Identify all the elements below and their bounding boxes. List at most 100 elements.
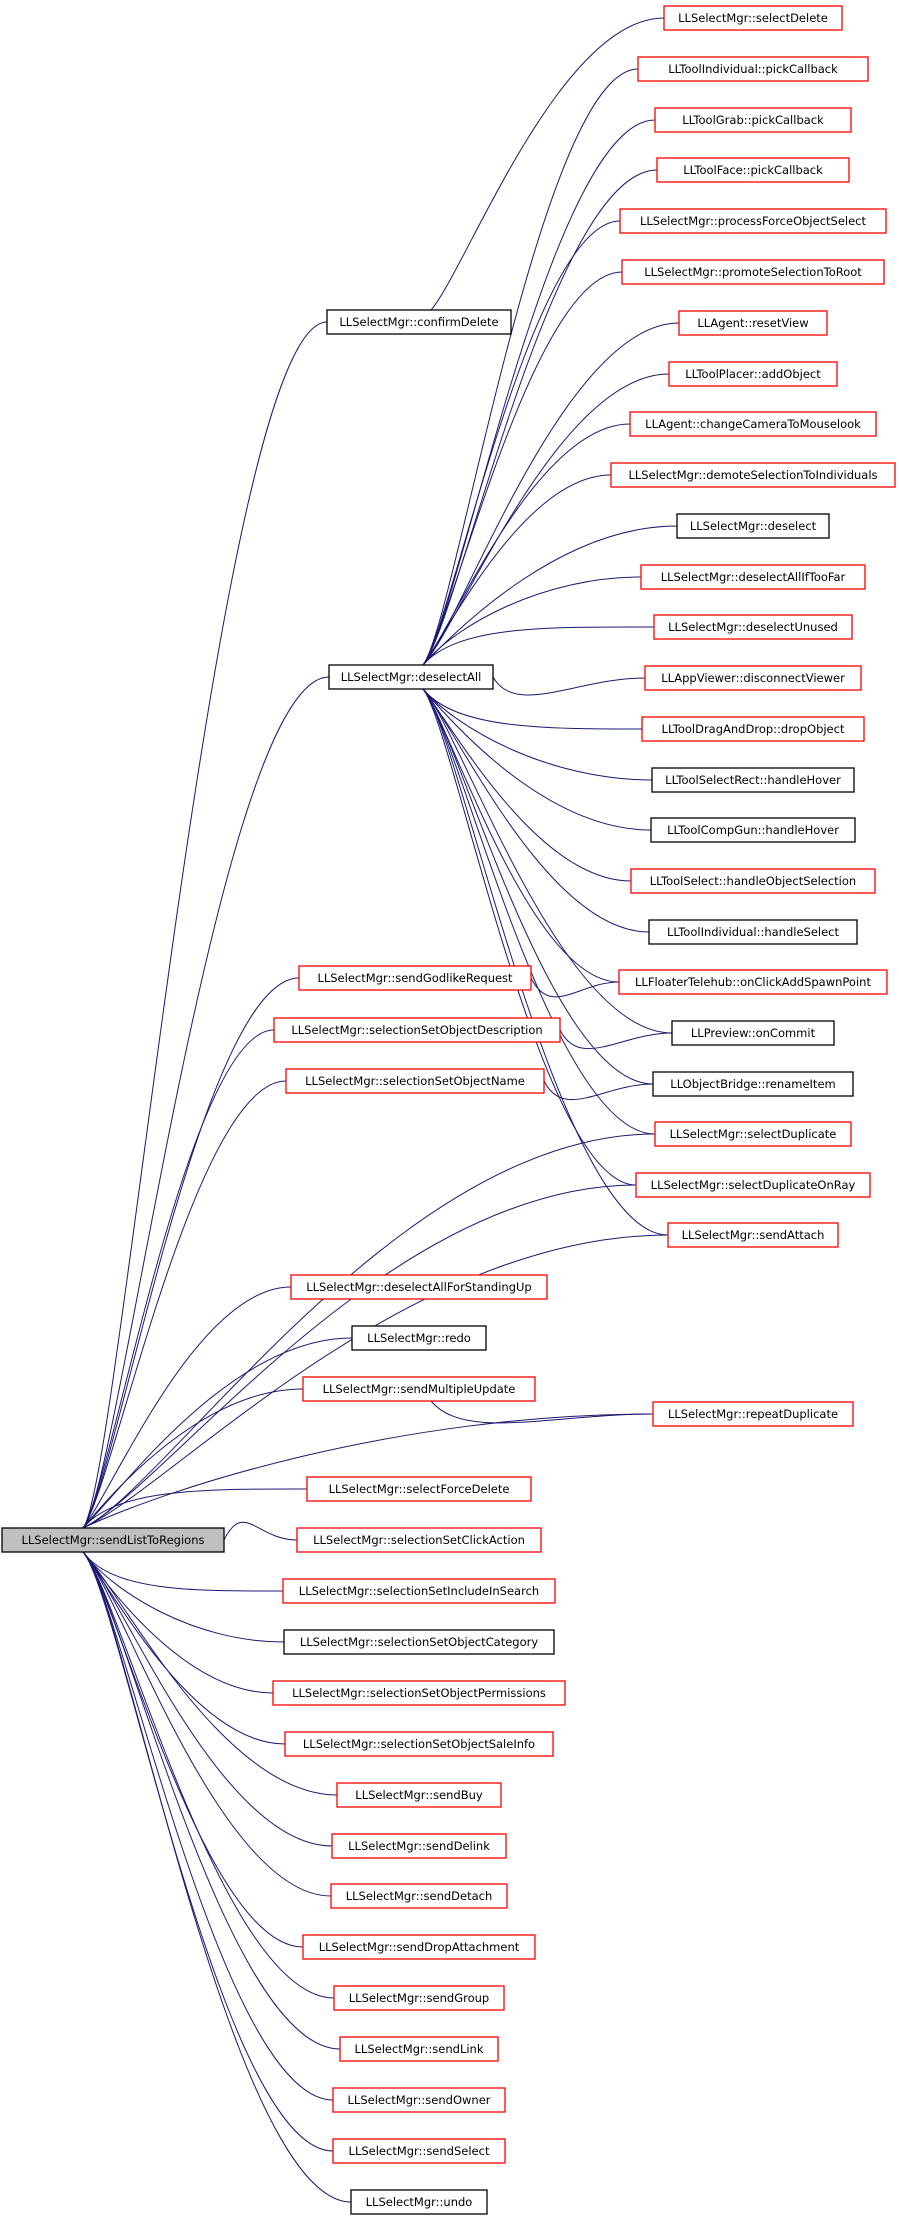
node-box[interactable] — [676, 513, 830, 539]
graph-node-toolGrabPick[interactable]: LLToolGrab::pickCallback — [654, 107, 852, 133]
graph-node-toolIndivPick[interactable]: LLToolIndividual::pickCallback — [637, 56, 869, 82]
node-box[interactable] — [330, 1883, 508, 1909]
node-box[interactable] — [641, 716, 865, 742]
node-box[interactable] — [654, 1121, 852, 1147]
node-box[interactable] — [302, 1376, 536, 1402]
graph-node-processForceObjSel[interactable]: LLSelectMgr::processForceObjectSelect — [619, 208, 887, 234]
graph-node-sendOwner[interactable]: LLSelectMgr::sendOwner — [332, 2087, 506, 2113]
graph-node-selSetObjCategory[interactable]: LLSelectMgr::selectionSetObjectCategory — [283, 1629, 555, 1655]
graph-node-selSetObjDesc[interactable]: LLSelectMgr::selectionSetObjectDescripti… — [273, 1017, 561, 1043]
graph-node-sendDetach[interactable]: LLSelectMgr::sendDetach — [330, 1883, 508, 1909]
node-box[interactable] — [619, 208, 887, 234]
graph-node-previewOnCommit[interactable]: LLPreview::onCommit — [671, 1020, 835, 1046]
graph-node-selSetObjName[interactable]: LLSelectMgr::selectionSetObjectName — [285, 1068, 545, 1094]
graph-node-sendSelect[interactable]: LLSelectMgr::sendSelect — [332, 2138, 506, 2164]
node-box[interactable] — [1, 1527, 225, 1553]
graph-node-sendAttach[interactable]: LLSelectMgr::sendAttach — [667, 1222, 839, 1248]
node-box[interactable] — [296, 1527, 542, 1553]
graph-node-sendLink[interactable]: LLSelectMgr::sendLink — [339, 2036, 499, 2062]
node-box[interactable] — [654, 107, 852, 133]
graph-node-selectDupOnRay[interactable]: LLSelectMgr::selectDuplicateOnRay — [635, 1172, 871, 1198]
node-box[interactable] — [284, 1731, 554, 1757]
node-box[interactable] — [306, 1476, 532, 1502]
node-box[interactable] — [332, 2138, 506, 2164]
graph-node-agentResetView[interactable]: LLAgent::resetView — [678, 310, 828, 336]
graph-node-sendGroup[interactable]: LLSelectMgr::sendGroup — [333, 1985, 505, 2011]
graph-node-agentChangeCam[interactable]: LLAgent::changeCameraToMouselook — [629, 411, 877, 437]
node-box[interactable] — [272, 1680, 566, 1706]
node-box[interactable] — [283, 1629, 555, 1655]
graph-node-toolCompGunHover[interactable]: LLToolCompGun::handleHover — [650, 817, 856, 843]
node-box[interactable] — [351, 1325, 487, 1351]
node-box[interactable] — [667, 1222, 839, 1248]
node-box[interactable] — [629, 411, 877, 437]
graph-node-sendGodlikeRequest[interactable]: LLSelectMgr::sendGodlikeRequest — [298, 965, 532, 991]
node-box[interactable] — [333, 1985, 505, 2011]
node-box[interactable] — [273, 1017, 561, 1043]
node-box[interactable] — [285, 1068, 545, 1094]
graph-node-selectDelete[interactable]: LLSelectMgr::selectDelete — [663, 5, 843, 31]
node-box[interactable] — [621, 259, 885, 285]
graph-node-sendBuy[interactable]: LLSelectMgr::sendBuy — [336, 1782, 502, 1808]
graph-node-toolSelHandleObjSel[interactable]: LLToolSelect::handleObjectSelection — [630, 868, 876, 894]
graph-node-selSetObjPermissions[interactable]: LLSelectMgr::selectionSetObjectPermissio… — [272, 1680, 566, 1706]
node-box[interactable] — [326, 309, 512, 335]
graph-node-confirmDelete[interactable]: LLSelectMgr::confirmDelete — [326, 309, 512, 335]
node-box[interactable] — [653, 614, 853, 640]
node-box[interactable] — [339, 2036, 499, 2062]
node-box[interactable] — [610, 462, 896, 488]
node-box[interactable] — [652, 1401, 854, 1427]
graph-node-root[interactable]: LLSelectMgr::sendListToRegions — [1, 1527, 225, 1553]
node-box[interactable] — [637, 56, 869, 82]
graph-node-selectDuplicate[interactable]: LLSelectMgr::selectDuplicate — [654, 1121, 852, 1147]
node-box[interactable] — [350, 2189, 488, 2215]
node-box[interactable] — [336, 1782, 502, 1808]
node-box[interactable] — [640, 564, 866, 590]
graph-node-selSetClickAction[interactable]: LLSelectMgr::selectionSetClickAction — [296, 1527, 542, 1553]
node-box[interactable] — [668, 361, 838, 387]
node-box[interactable] — [282, 1578, 556, 1604]
graph-node-floaterTelehub[interactable]: LLFloaterTelehub::onClickAddSpawnPoint — [618, 969, 888, 995]
node-box[interactable] — [332, 2087, 506, 2113]
graph-node-demoteSelToIndiv[interactable]: LLSelectMgr::demoteSelectionToIndividual… — [610, 462, 896, 488]
graph-node-sendDelink[interactable]: LLSelectMgr::sendDelink — [331, 1833, 507, 1859]
graph-node-deselect[interactable]: LLSelectMgr::deselect — [676, 513, 830, 539]
graph-node-objBridgeRename[interactable]: LLObjectBridge::renameItem — [652, 1071, 854, 1097]
graph-node-sendMultipleUpdate[interactable]: LLSelectMgr::sendMultipleUpdate — [302, 1376, 536, 1402]
graph-node-appViewerDisconnect[interactable]: LLAppViewer::disconnectViewer — [644, 665, 862, 691]
node-box[interactable] — [635, 1172, 871, 1198]
graph-node-toolPlacerAdd[interactable]: LLToolPlacer::addObject — [668, 361, 838, 387]
node-box[interactable] — [290, 1274, 548, 1300]
graph-node-promoteSelToRoot[interactable]: LLSelectMgr::promoteSelectionToRoot — [621, 259, 885, 285]
graph-node-toolSelRectHover[interactable]: LLToolSelectRect::handleHover — [651, 767, 855, 793]
graph-node-sendDropAttachment[interactable]: LLSelectMgr::sendDropAttachment — [302, 1934, 536, 1960]
node-box[interactable] — [328, 664, 494, 690]
node-box[interactable] — [648, 919, 858, 945]
graph-node-redo[interactable]: LLSelectMgr::redo — [351, 1325, 487, 1351]
node-box[interactable] — [618, 969, 888, 995]
node-box[interactable] — [298, 965, 532, 991]
node-box[interactable] — [331, 1833, 507, 1859]
node-box[interactable] — [302, 1934, 536, 1960]
graph-node-selectForceDelete[interactable]: LLSelectMgr::selectForceDelete — [306, 1476, 532, 1502]
graph-node-selSetObjSaleInfo[interactable]: LLSelectMgr::selectionSetObjectSaleInfo — [284, 1731, 554, 1757]
graph-node-selSetIncludeInSearch[interactable]: LLSelectMgr::selectionSetIncludeInSearch — [282, 1578, 556, 1604]
node-box[interactable] — [656, 157, 850, 183]
graph-node-deselectAllStanding[interactable]: LLSelectMgr::deselectAllForStandingUp — [290, 1274, 548, 1300]
node-box[interactable] — [663, 5, 843, 31]
node-box[interactable] — [644, 665, 862, 691]
node-box[interactable] — [650, 817, 856, 843]
node-box[interactable] — [678, 310, 828, 336]
graph-node-toolDragDrop[interactable]: LLToolDragAndDrop::dropObject — [641, 716, 865, 742]
node-box[interactable] — [671, 1020, 835, 1046]
graph-node-undo[interactable]: LLSelectMgr::undo — [350, 2189, 488, 2215]
node-box[interactable] — [651, 767, 855, 793]
node-box[interactable] — [630, 868, 876, 894]
graph-node-toolFacePick[interactable]: LLToolFace::pickCallback — [656, 157, 850, 183]
node-box[interactable] — [652, 1071, 854, 1097]
graph-node-repeatDuplicate[interactable]: LLSelectMgr::repeatDuplicate — [652, 1401, 854, 1427]
graph-node-deselectUnused[interactable]: LLSelectMgr::deselectUnused — [653, 614, 853, 640]
graph-node-deselectAllIfTooFar[interactable]: LLSelectMgr::deselectAllIfTooFar — [640, 564, 866, 590]
graph-node-deselectAll[interactable]: LLSelectMgr::deselectAll — [328, 664, 494, 690]
graph-node-toolIndivHandleSel[interactable]: LLToolIndividual::handleSelect — [648, 919, 858, 945]
